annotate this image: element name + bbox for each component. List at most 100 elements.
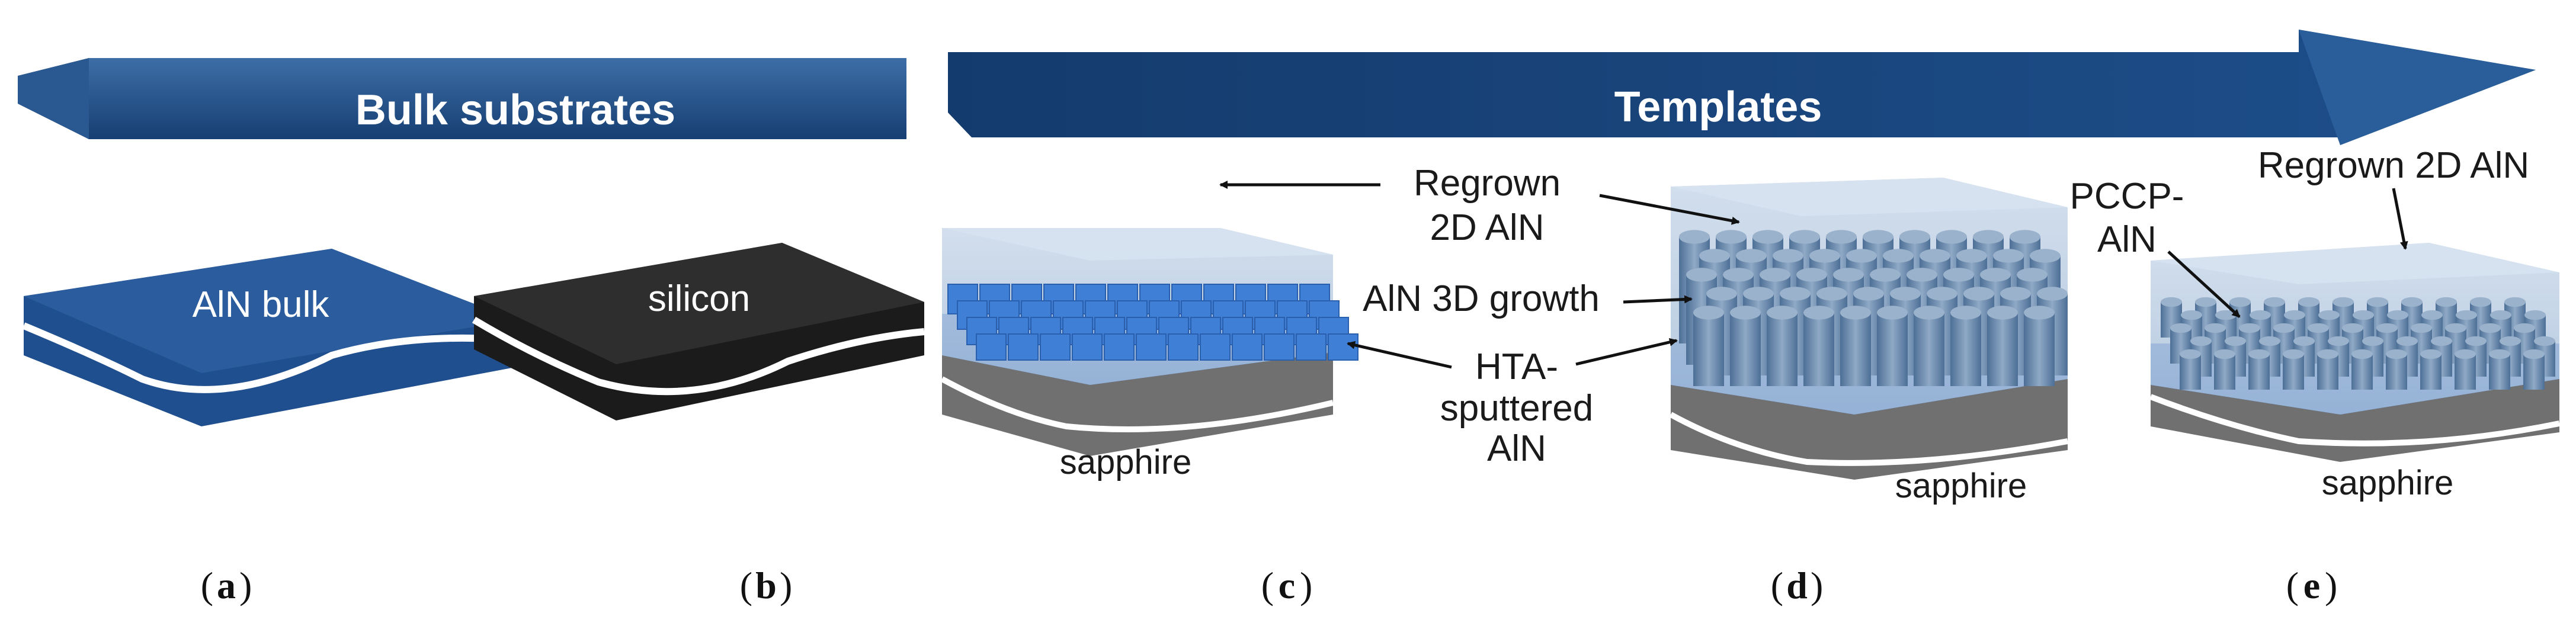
column-top — [2362, 336, 2383, 346]
column-top — [2170, 323, 2191, 333]
column-top — [1863, 230, 1893, 244]
arrow-hta-to-d — [1575, 338, 1678, 366]
column-top — [2264, 297, 2285, 307]
column-top — [2017, 268, 2048, 282]
column-top — [1840, 306, 1871, 320]
column-top — [2387, 310, 2408, 320]
column-body — [1950, 313, 1981, 386]
column-top — [1899, 230, 1930, 244]
arrow-hta-to-c — [1347, 341, 1452, 369]
column-top — [2396, 336, 2418, 346]
caption-b-letter: b — [755, 564, 777, 606]
column-top — [1716, 230, 1747, 244]
hta-label-line2: sputtered — [1440, 388, 1594, 429]
regrown-e-label: Regrown 2D AlN — [2258, 145, 2529, 186]
caption-a-letter: a — [217, 564, 236, 606]
column-top — [2534, 336, 2555, 346]
column-top — [2524, 310, 2546, 320]
column-top — [2214, 349, 2235, 359]
caption-c: ( c ) — [1261, 564, 1313, 606]
column-block — [1040, 333, 1071, 361]
column-block — [1232, 333, 1263, 361]
column-top — [2248, 349, 2270, 359]
arrow-pccp-to-e — [2167, 251, 2241, 318]
column-body — [1767, 313, 1798, 386]
aln-3d-growth-label: AlN 3D growth — [1363, 278, 1600, 319]
caption-c-letter: c — [1279, 564, 1295, 606]
column-top — [1956, 249, 1987, 263]
column-top — [2328, 336, 2349, 346]
svg-text:(: ( — [1261, 564, 1274, 606]
column-top — [1693, 306, 1724, 320]
column-block — [1296, 333, 1327, 361]
column-top — [2351, 349, 2373, 359]
column-body — [2351, 354, 2373, 390]
column-body — [2180, 354, 2201, 390]
column-top — [2010, 230, 2040, 244]
column-top — [1760, 268, 1790, 282]
column-top — [1796, 268, 1827, 282]
column-top — [1936, 230, 1967, 244]
svg-text:(: ( — [1771, 564, 1783, 606]
column-top — [2181, 310, 2202, 320]
column-top — [2479, 323, 2501, 333]
panel-captions: ( a ) ( b ) ( c ) ( d ) ( e ) — [201, 564, 2338, 606]
column-top — [1803, 306, 1834, 320]
svg-text:(: ( — [740, 564, 752, 606]
column-top — [2205, 323, 2226, 333]
column-top — [1927, 287, 1957, 301]
column-top — [1730, 306, 1761, 320]
panel-d-template: sapphire — [1669, 178, 2068, 505]
column-top — [1686, 268, 1717, 282]
column-top — [1890, 287, 1921, 301]
column-top — [1870, 268, 1901, 282]
column-top — [2455, 349, 2476, 359]
column-body — [2283, 354, 2304, 390]
column-top — [1780, 287, 1811, 301]
column-top — [1699, 249, 1730, 263]
column-top — [1816, 287, 1847, 301]
column-top — [1743, 287, 1774, 301]
column-top — [1993, 249, 2024, 263]
column-top — [2273, 323, 2295, 333]
column-top — [1987, 306, 2018, 320]
column-top — [1826, 230, 1857, 244]
column-top — [2376, 323, 2398, 333]
column-top — [2259, 336, 2280, 346]
column-top — [1943, 268, 1974, 282]
column-top — [1767, 306, 1798, 320]
column-top — [2514, 323, 2535, 333]
column-top — [2229, 297, 2251, 307]
column-top — [2353, 310, 2374, 320]
svg-text:): ) — [239, 564, 252, 606]
column-top — [2293, 336, 2315, 346]
column-top — [1736, 249, 1767, 263]
column-top — [2308, 323, 2329, 333]
column-top — [2030, 249, 2061, 263]
column-body — [1987, 313, 2018, 386]
column-top — [1914, 306, 1944, 320]
column-top — [1883, 249, 1914, 263]
svg-text:(: ( — [201, 564, 213, 606]
caption-d: ( d ) — [1771, 564, 1824, 606]
bulk-substrates-banner: Bulk substrates — [18, 58, 906, 139]
panel-b-silicon-wafer: silicon — [472, 243, 925, 420]
column-body — [1803, 313, 1834, 386]
column-top — [2436, 297, 2457, 307]
column-top — [1920, 249, 1950, 263]
column-block — [1104, 333, 1135, 361]
column-top — [1950, 306, 1981, 320]
hta-label-line1: HTA- — [1475, 346, 1558, 387]
column-top — [1809, 249, 1840, 263]
regrown-label-line2: 2D AlN — [1430, 207, 1545, 248]
column-top — [2195, 297, 2216, 307]
column-top — [2250, 310, 2271, 320]
column-top — [2298, 297, 2319, 307]
caption-a: ( a ) — [201, 564, 252, 606]
column-body — [1730, 313, 1761, 386]
column-top — [2445, 323, 2466, 333]
column-top — [1973, 230, 2004, 244]
sapphire-label-c: sapphire — [1060, 443, 1191, 481]
column-body — [1914, 313, 1944, 386]
